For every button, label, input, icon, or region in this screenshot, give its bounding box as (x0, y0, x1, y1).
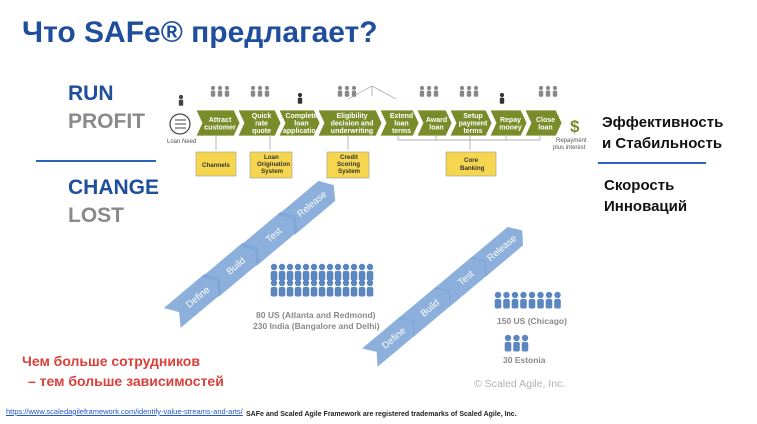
pipeline-stage-build: Build (201, 242, 260, 297)
step-label: Attract (209, 117, 232, 124)
svg-text:Core: Core (464, 157, 479, 164)
system-box-channels: Channels (195, 151, 237, 177)
step-label: Complete (286, 113, 318, 120)
change-label: CHANGE (68, 176, 160, 199)
left-divider (36, 160, 156, 162)
efficiency-line2: и Стабильность (602, 135, 723, 152)
dollar-icon: $ (570, 117, 580, 136)
repayment-label-1: Repayment (556, 138, 587, 144)
team-2-line1: 150 US (Chicago) (497, 316, 567, 326)
lost-label: LOST (68, 204, 124, 227)
step-label: loan (294, 121, 308, 128)
team-1-people-icons (270, 263, 374, 297)
system-box-loan-origination: Loan Origination System (249, 151, 293, 179)
pipeline-stage-build: Build (398, 286, 452, 337)
svg-text:Scoring: Scoring (337, 161, 360, 168)
source-link[interactable]: https://www.scaledagileframework.com/ide… (6, 407, 243, 416)
step-label: application (283, 128, 320, 135)
step-label: terms (463, 128, 482, 135)
svg-text:Credit: Credit (340, 154, 358, 161)
team-2-line2: 30 Estonia (503, 355, 546, 365)
step-label: Repay (500, 117, 521, 124)
team-1-line2: 230 India (Bangalore and Delhi) (253, 321, 380, 331)
run-label: RUN (68, 82, 114, 105)
page-title: Что SAFe® предлагает? (22, 16, 378, 49)
system-box-core-banking: Core Banking (445, 151, 497, 177)
step-label: decision and (331, 121, 374, 128)
svg-text:Channels: Channels (202, 162, 230, 169)
step-label: rate (255, 121, 268, 128)
svg-text:Origination: Origination (257, 161, 290, 168)
pipeline-stage-test: Test (239, 211, 298, 266)
step-label: customer (204, 124, 236, 131)
team-1-line1: 80 US (Atlanta and Redmond) (256, 310, 376, 320)
loan-need-label: Loan Need (167, 139, 196, 145)
step-label: Quick (252, 113, 272, 120)
step-label: quote (252, 128, 271, 135)
step-label: Eligibility (336, 113, 367, 120)
system-connector-lines (215, 136, 541, 150)
step-label: Award (426, 117, 447, 124)
svg-text:System: System (261, 168, 284, 175)
step-label: loan (429, 124, 443, 131)
repayment-label-2: plus interest (553, 145, 586, 151)
note-line1: Чем больше сотрудников (22, 353, 200, 369)
step-label: loan (538, 124, 552, 131)
efficiency-line1: Эффективность (602, 114, 724, 131)
profit-label: PROFIT (68, 110, 145, 133)
value-stream-steps: AttractcustomerQuickratequoteCompleteloa… (195, 109, 563, 137)
speed-line1: Скорость (604, 177, 675, 194)
step-label: loan (394, 121, 408, 128)
trademark-text: SAFe and Scaled Agile Framework are regi… (246, 411, 517, 418)
system-box-credit-scoring: Credit Scoring System (326, 151, 370, 179)
svg-text:System: System (338, 168, 361, 175)
speed-line2: Инноваций (604, 198, 688, 215)
step-label: Close (536, 117, 555, 124)
right-divider (598, 162, 706, 164)
step-people-icons (210, 85, 558, 97)
step-label: terms (392, 128, 411, 135)
pipeline-stage-test: Test (434, 256, 488, 307)
step-label: payment (459, 121, 488, 128)
team-2-people-icons (494, 291, 561, 309)
team-3-people-icons (504, 334, 529, 352)
loan-need-icon (169, 94, 191, 135)
step-label: underwriting (331, 128, 373, 135)
note-line2: – тем больше зависимостей (28, 373, 224, 389)
svg-text:Banking: Banking (460, 165, 485, 172)
svg-text:Loan: Loan (264, 154, 279, 161)
step-label: money (499, 124, 522, 131)
eligibility-branch-lines (347, 85, 397, 100)
step-label: Setup (463, 113, 482, 120)
copyright-text: © Scaled Agile, Inc. (474, 378, 566, 390)
step-label: Extend (390, 113, 413, 120)
